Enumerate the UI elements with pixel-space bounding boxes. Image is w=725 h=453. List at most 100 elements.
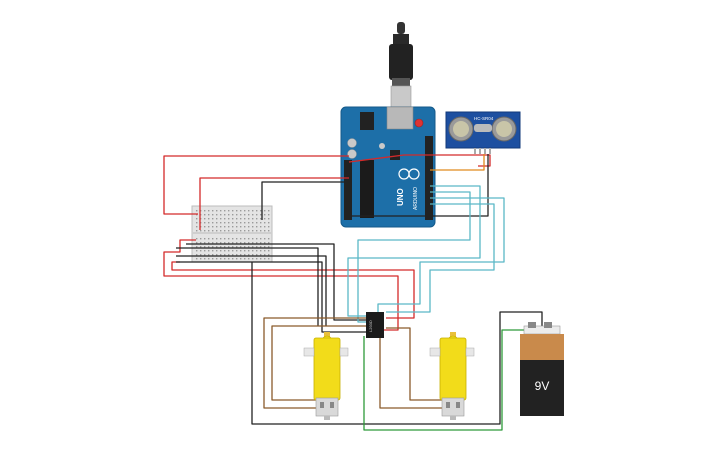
breadboard-hole [244, 242, 246, 244]
breadboard-hole [256, 226, 258, 228]
breadboard-hole [268, 210, 270, 212]
breadboard-hole [252, 246, 254, 248]
breadboard-hole [232, 258, 234, 260]
breadboard-hole [220, 242, 222, 244]
breadboard-hole [212, 210, 214, 212]
breadboard-hole [240, 214, 242, 216]
breadboard-hole [224, 250, 226, 252]
breadboard-hole [236, 230, 238, 232]
breadboard-hole [252, 230, 254, 232]
breadboard-hole [244, 226, 246, 228]
breadboard-hole [196, 242, 198, 244]
breadboard-hole [196, 210, 198, 212]
breadboard-hole [244, 246, 246, 248]
breadboard-hole [216, 218, 218, 220]
breadboard-hole [216, 254, 218, 256]
breadboard-hole [232, 230, 234, 232]
breadboard-hole [260, 226, 262, 228]
breadboard-hole [208, 214, 210, 216]
breadboard-hole [240, 226, 242, 228]
breadboard-hole [216, 226, 218, 228]
motor-right[interactable] [429, 332, 475, 420]
breadboard-hole [228, 210, 230, 212]
breadboard-hole [268, 218, 270, 220]
breadboard-hole [228, 218, 230, 220]
breadboard-hole [256, 230, 258, 232]
breadboard-hole [220, 230, 222, 232]
breadboard-hole [244, 222, 246, 224]
breadboard-hole [256, 258, 258, 260]
breadboard-hole [212, 226, 214, 228]
breadboard-hole [240, 218, 242, 220]
breadboard[interactable] [191, 205, 273, 263]
ultrasonic-sensor[interactable]: HC-SR04 [445, 111, 521, 154]
breadboard-hole [224, 222, 226, 224]
breadboard-hole [228, 222, 230, 224]
breadboard-hole [248, 226, 250, 228]
breadboard-hole [196, 246, 198, 248]
breadboard-hole [264, 250, 266, 252]
breadboard-hole [268, 214, 270, 216]
breadboard-hole [236, 218, 238, 220]
breadboard-hole [212, 238, 214, 240]
breadboard-hole [256, 246, 258, 248]
breadboard-hole [264, 242, 266, 244]
breadboard-hole [228, 230, 230, 232]
breadboard-hole [236, 250, 238, 252]
breadboard-hole [208, 250, 210, 252]
motor-left[interactable] [303, 332, 349, 420]
breadboard-hole [240, 222, 242, 224]
motor-driver-chip[interactable]: L293D [366, 312, 384, 338]
breadboard-hole [204, 250, 206, 252]
breadboard-hole [220, 258, 222, 260]
breadboard-hole [204, 230, 206, 232]
breadboard-hole [212, 214, 214, 216]
breadboard-hole [196, 214, 198, 216]
breadboard-hole [220, 254, 222, 256]
breadboard-hole [216, 230, 218, 232]
breadboard-hole [212, 258, 214, 260]
breadboard-hole [256, 214, 258, 216]
breadboard-hole [252, 214, 254, 216]
breadboard-hole [264, 214, 266, 216]
breadboard-hole [260, 254, 262, 256]
breadboard-hole [204, 226, 206, 228]
breadboard-hole [200, 222, 202, 224]
breadboard-hole [268, 230, 270, 232]
breadboard-hole [216, 250, 218, 252]
breadboard-hole [256, 222, 258, 224]
breadboard-hole [224, 210, 226, 212]
breadboard-hole [200, 250, 202, 252]
breadboard-hole [256, 242, 258, 244]
driver-chip-label: L293D [368, 320, 373, 332]
breadboard-hole [248, 258, 250, 260]
breadboard-hole [268, 258, 270, 260]
breadboard-hole [260, 250, 262, 252]
breadboard-hole [200, 254, 202, 256]
breadboard-hole [196, 254, 198, 256]
breadboard-hole [224, 226, 226, 228]
breadboard-hole [220, 238, 222, 240]
breadboard-hole [204, 222, 206, 224]
breadboard-hole [264, 254, 266, 256]
breadboard-hole [232, 226, 234, 228]
breadboard-hole [260, 238, 262, 240]
breadboard-hole [196, 222, 198, 224]
breadboard-hole [248, 250, 250, 252]
battery-9v[interactable]: 9V [520, 322, 564, 416]
breadboard-hole [224, 238, 226, 240]
breadboard-hole [220, 250, 222, 252]
breadboard-hole [248, 210, 250, 212]
breadboard-hole [252, 250, 254, 252]
breadboard-hole [264, 238, 266, 240]
breadboard-hole [236, 258, 238, 260]
breadboard-hole [228, 226, 230, 228]
breadboard-hole [228, 246, 230, 248]
breadboard-hole [212, 218, 214, 220]
breadboard-hole [208, 246, 210, 248]
arduino-model-label: UNO [396, 188, 405, 206]
breadboard-hole [248, 238, 250, 240]
breadboard-hole [232, 254, 234, 256]
arduino-uno-board[interactable]: UNO ARDUINO [340, 106, 436, 228]
breadboard-hole [244, 250, 246, 252]
